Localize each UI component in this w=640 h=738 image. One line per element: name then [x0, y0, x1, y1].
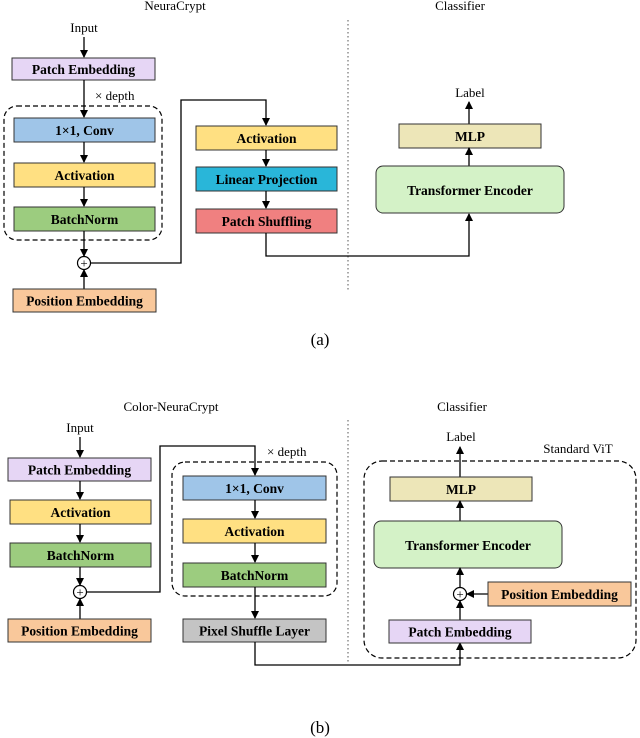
- a-activation2-label: Activation: [237, 131, 297, 146]
- b-activation-node: Activation: [9, 499, 152, 525]
- a-edge-shuffle-encoder: [265, 213, 473, 257]
- a-plus-sign: +: [80, 256, 87, 271]
- b-patch-embedding2-node: Patch Embedding: [388, 619, 532, 644]
- b-conv-node: 1×1, Conv: [182, 475, 327, 501]
- a-batchnorm-node: BatchNorm: [13, 206, 156, 232]
- a-label-label: Label: [455, 85, 485, 100]
- b-depth-block: [171, 461, 338, 597]
- a-position-embedding-node: Position Embedding: [12, 288, 157, 313]
- a-activation2-node: Activation: [195, 125, 338, 151]
- b-activation-label: Activation: [51, 505, 111, 520]
- a-transformer-encoder-node: Transformer Encoder: [375, 165, 565, 214]
- b-pixel-shuffle-label: Pixel Shuffle Layer: [199, 624, 310, 639]
- a-mlp-label: MLP: [455, 129, 485, 144]
- b-plus2-sign: +: [456, 587, 463, 602]
- a-activation-node: Activation: [13, 162, 156, 188]
- b-position-embedding-label: Position Embedding: [21, 624, 138, 639]
- a-depth-label: × depth: [95, 88, 135, 103]
- b-position-embedding-node: Position Embedding: [7, 618, 152, 643]
- a-linear-projection-label: Linear Projection: [216, 172, 318, 187]
- b-mlp-node: MLP: [389, 476, 533, 502]
- b-plus-node: +: [72, 585, 88, 600]
- a-patch-shuffling-label: Patch Shuffling: [222, 214, 312, 229]
- a-patch-embedding-node: Patch Embedding: [11, 57, 156, 81]
- a-transformer-encoder-label: Transformer Encoder: [407, 183, 533, 198]
- b-transformer-encoder-label: Transformer Encoder: [405, 538, 531, 553]
- a-activation-label: Activation: [55, 168, 115, 183]
- b-depth-label: × depth: [267, 444, 307, 459]
- b-conv-label: 1×1, Conv: [225, 481, 284, 496]
- a-title-classifier: Classifier: [435, 0, 485, 13]
- b-batchnorm2-label: BatchNorm: [221, 568, 289, 583]
- b-plus-sign: +: [76, 585, 83, 600]
- b-activation2-node: Activation: [182, 518, 327, 544]
- b-edge-plus-conv: [86, 445, 259, 593]
- b-patch-embedding2-label: Patch Embedding: [408, 625, 511, 640]
- a-batchnorm-label: BatchNorm: [51, 212, 119, 227]
- a-edge-plus-activation: [90, 99, 270, 264]
- b-position-embedding2-node: Position Embedding: [487, 581, 632, 607]
- a-mlp-node: MLP: [398, 123, 542, 149]
- b-standard-vit-block: [363, 460, 637, 659]
- b-caption: (b): [310, 718, 330, 737]
- b-batchnorm2-node: BatchNorm: [182, 562, 327, 588]
- b-title-color-neuracrypt: Color-NeuraCrypt: [123, 399, 218, 414]
- b-edge-pixelshuffle-patchemb: [254, 642, 464, 666]
- b-pixel-shuffle-node: Pixel Shuffle Layer: [182, 618, 327, 643]
- b-batchnorm-label: BatchNorm: [47, 548, 115, 563]
- b-title-classifier: Classifier: [437, 399, 487, 414]
- b-plus2-node: +: [452, 587, 468, 602]
- b-patch-embedding-label: Patch Embedding: [28, 463, 131, 478]
- b-transformer-encoder-node: Transformer Encoder: [373, 520, 563, 569]
- a-title-neuracrypt: NeuraCrypt: [144, 0, 206, 13]
- b-input-label: Input: [66, 420, 94, 435]
- a-depth-block: [3, 105, 163, 241]
- b-label-label: Label: [446, 429, 476, 444]
- a-conv-label: 1×1, Conv: [55, 123, 114, 138]
- b-batchnorm-node: BatchNorm: [9, 542, 152, 568]
- a-caption: (a): [311, 330, 330, 349]
- b-patch-embedding-node: Patch Embedding: [7, 457, 152, 482]
- b-standard-vit-label: Standard ViT: [543, 441, 612, 456]
- b-mlp-label: MLP: [446, 482, 476, 497]
- b-position-embedding2-label: Position Embedding: [501, 587, 618, 602]
- a-linear-projection-node: Linear Projection: [195, 166, 338, 192]
- a-patch-embedding-label: Patch Embedding: [32, 62, 135, 77]
- a-position-embedding-label: Position Embedding: [26, 294, 143, 309]
- b-activation2-label: Activation: [225, 524, 285, 539]
- a-plus-node: +: [76, 256, 92, 271]
- a-input-label: Input: [70, 20, 98, 35]
- a-conv-node: 1×1, Conv: [13, 117, 156, 143]
- a-patch-shuffling-node: Patch Shuffling: [195, 208, 338, 234]
